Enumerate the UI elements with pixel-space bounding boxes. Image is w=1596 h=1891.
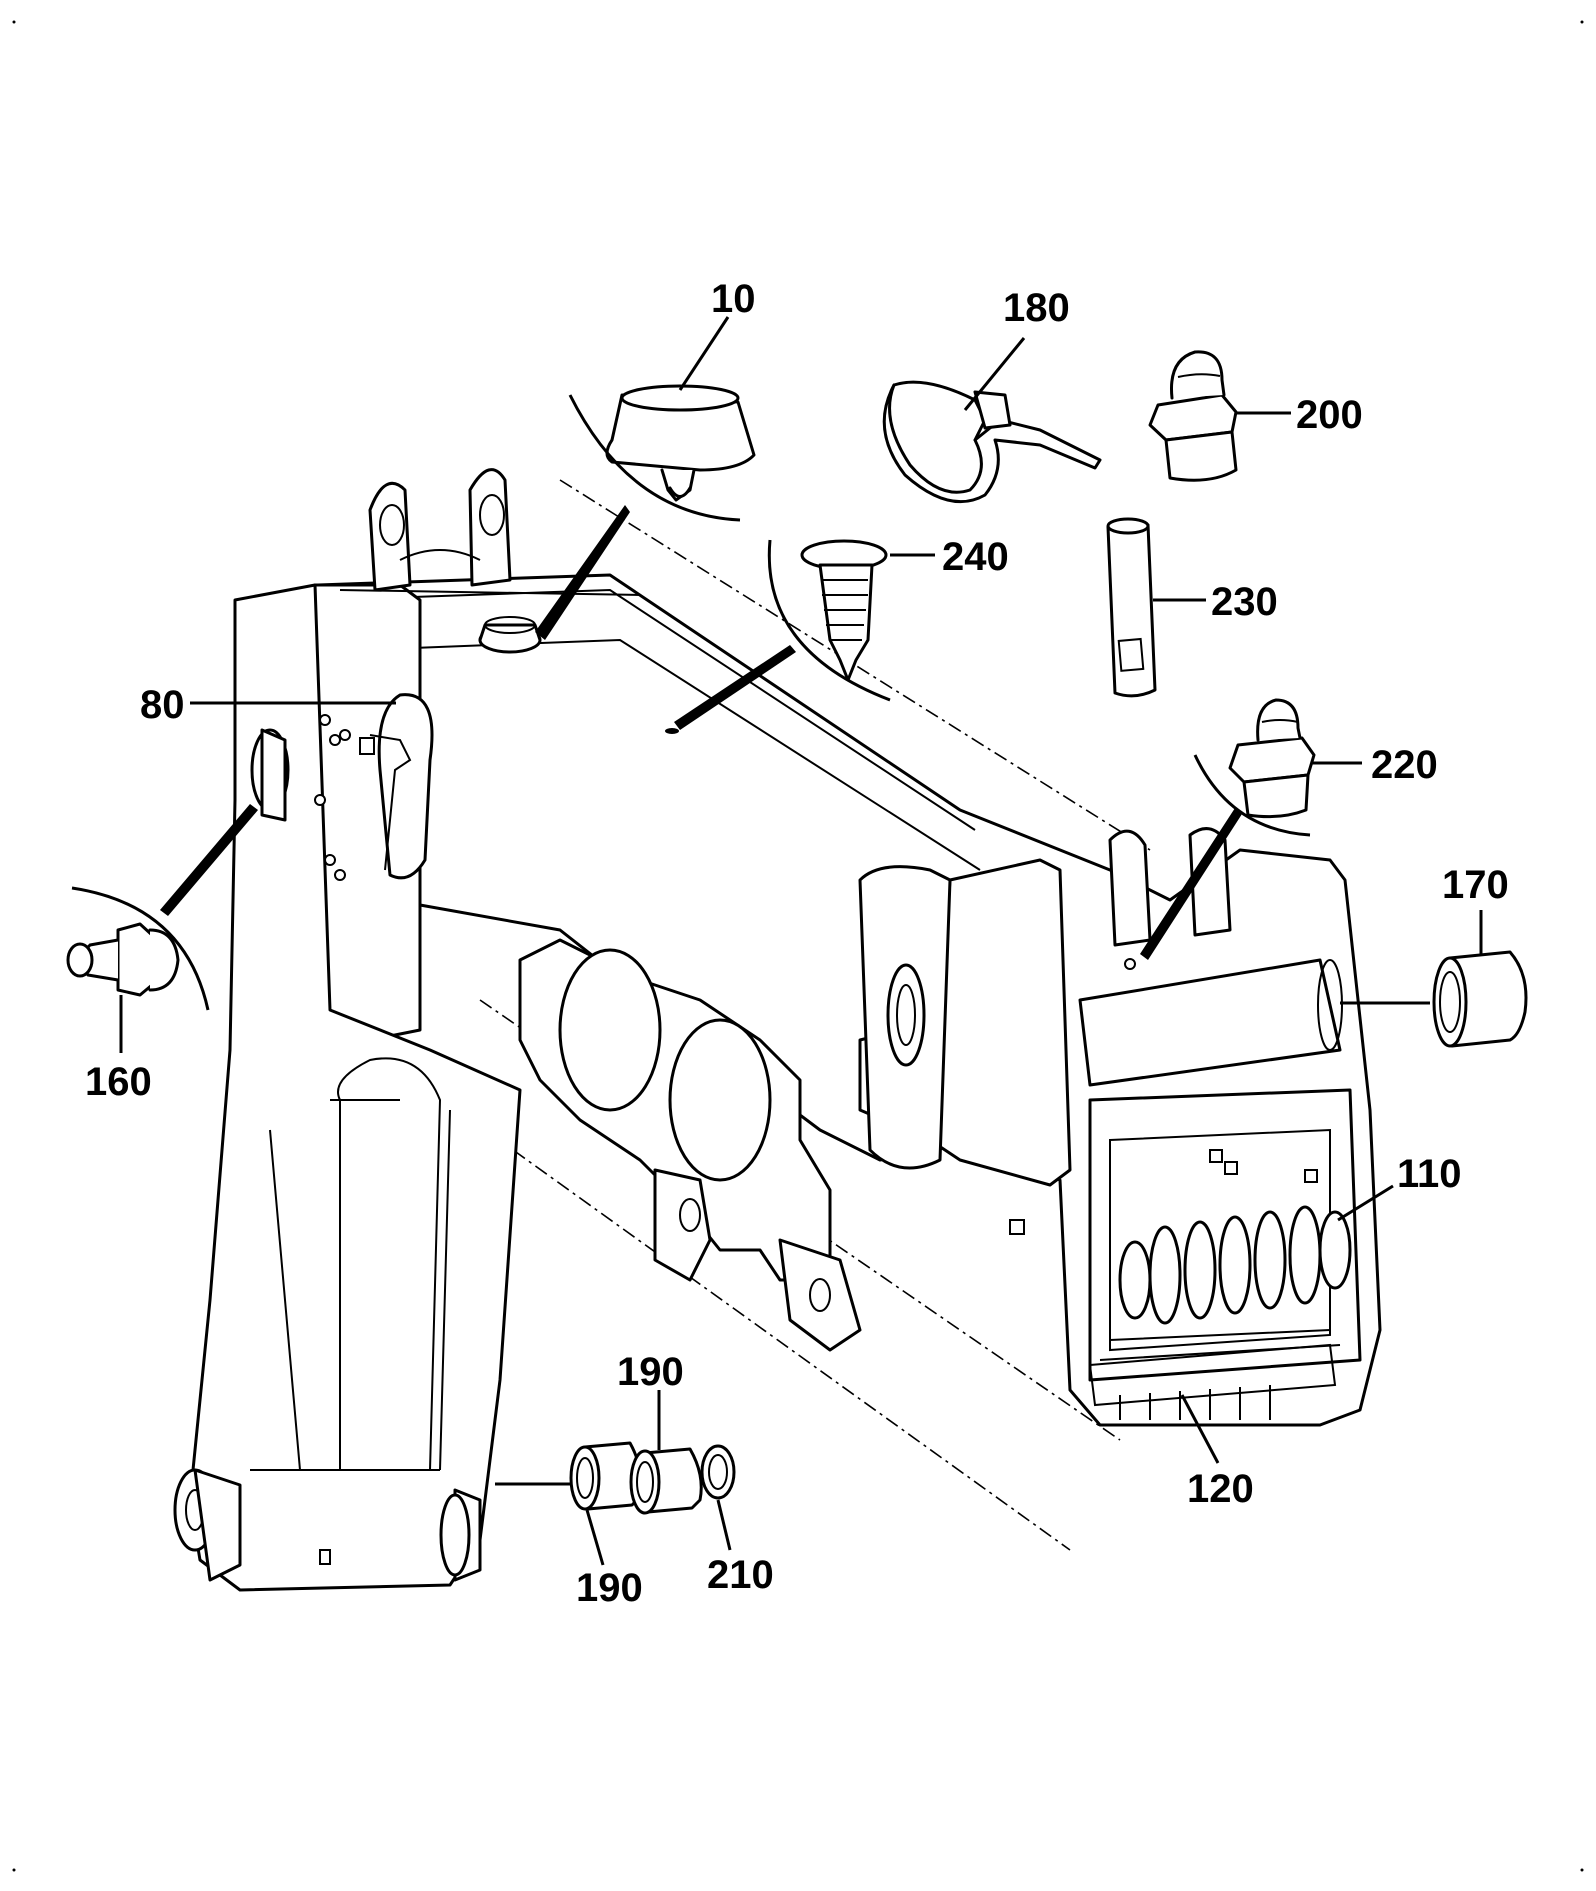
detail-pointer-220 <box>1140 808 1242 960</box>
part-200-grease-nipple <box>1148 350 1238 482</box>
boom-assembly <box>173 468 1382 1592</box>
part-80-guard <box>359 693 434 880</box>
detail-pointer-160 <box>160 804 258 916</box>
callout-110: 110 <box>1397 1152 1462 1196</box>
detail-pointer-10 <box>535 505 630 640</box>
callout-200: 200 <box>1296 393 1363 437</box>
callout-230: 230 <box>1211 580 1278 624</box>
part-220-grease-nipple <box>1228 698 1316 819</box>
detail-pointer-240 <box>674 645 796 730</box>
callout-240: 240 <box>942 535 1009 579</box>
sheave-discs <box>1118 1205 1352 1325</box>
part-160-grease-nipple <box>66 922 180 997</box>
callout-170: 170 <box>1442 863 1509 907</box>
callout-220: 220 <box>1371 743 1438 787</box>
callout-190-bottom: 190 <box>576 1566 643 1610</box>
callout-labels: 10 80 110 120 160 170 180 190 190 200 21… <box>85 277 1509 1610</box>
part-240-push-rivet <box>800 539 888 682</box>
callout-190-top: 190 <box>617 1350 684 1394</box>
part-170-bushing <box>1432 950 1528 1048</box>
callout-180: 180 <box>1003 286 1070 330</box>
part-230-pin <box>1106 517 1157 698</box>
callout-120: 120 <box>1187 1467 1254 1511</box>
part-190-bushing-right <box>629 1447 703 1515</box>
leader-lines <box>119 316 1483 1566</box>
callout-160: 160 <box>85 1060 152 1104</box>
detail-arc-160 <box>71 886 210 1011</box>
callout-10: 10 <box>711 277 756 321</box>
corner-marks <box>12 20 1584 1872</box>
detail-arc-10 <box>568 394 741 522</box>
part-210-seal <box>700 1444 736 1500</box>
detail-arc-240 <box>767 539 891 702</box>
part-10-rubber-pad <box>605 384 756 502</box>
callout-210: 210 <box>707 1553 774 1597</box>
callout-80: 80 <box>140 683 185 727</box>
detail-arc-220 <box>1193 754 1311 837</box>
part-180-cable-tie <box>882 380 1102 504</box>
